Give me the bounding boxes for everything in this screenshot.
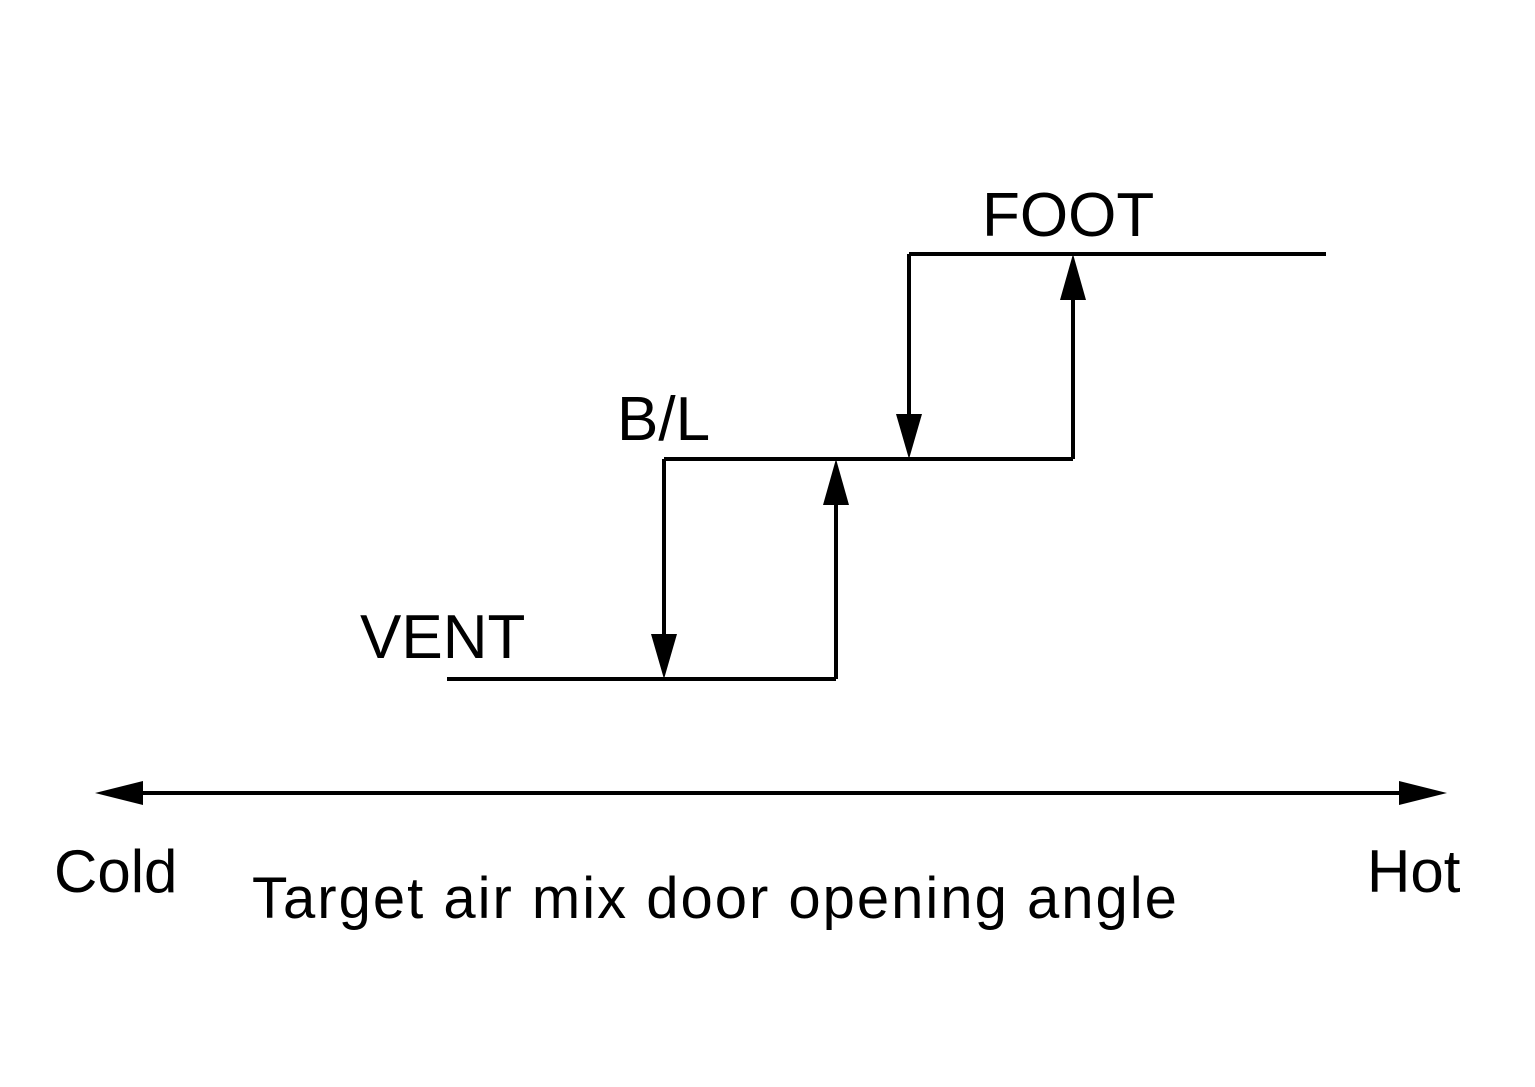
vent-label: VENT — [360, 603, 525, 672]
foot-label: FOOT — [982, 181, 1154, 250]
hot-label: Hot — [1367, 838, 1461, 905]
cold-label: Cold — [54, 838, 177, 905]
down-arrow-icon — [651, 634, 677, 679]
axis-title: Target air mix door opening angle — [252, 866, 1179, 931]
up-arrow-icon — [823, 459, 849, 505]
right-arrow-icon — [1399, 781, 1447, 805]
bl-label: B/L — [617, 385, 710, 454]
left-arrow-icon — [95, 781, 143, 805]
down-arrow-icon — [896, 414, 922, 459]
up-arrow-icon — [1060, 254, 1086, 300]
